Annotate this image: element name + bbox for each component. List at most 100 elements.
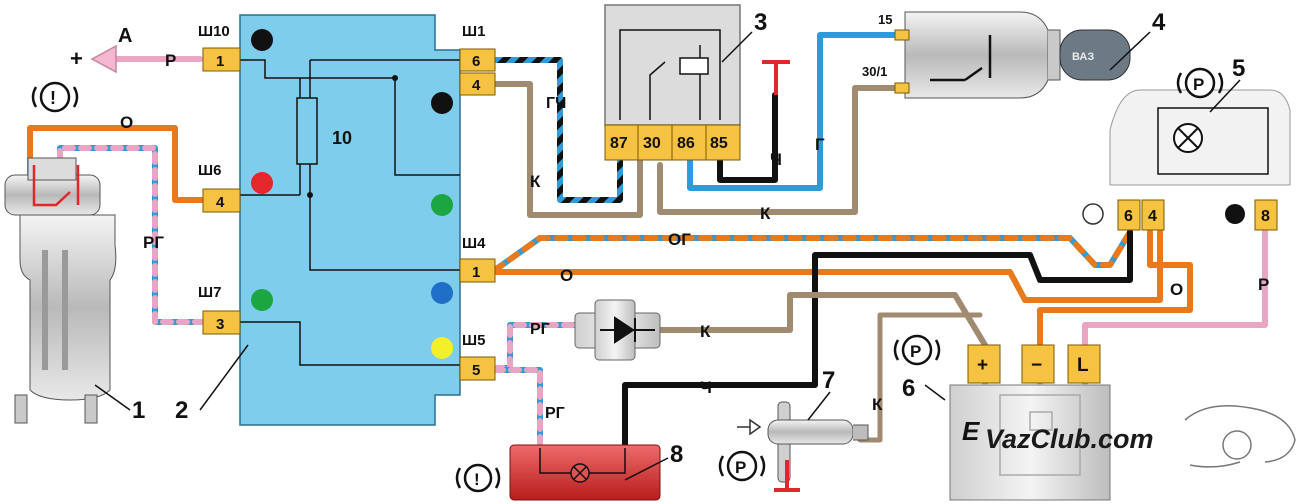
arrow-a-label: А [118,25,132,47]
svg-text:86: 86 [677,135,695,152]
wires [27,32,1268,451]
parking-icon-5 [1184,67,1216,99]
svg-text:ОГ: ОГ [668,230,691,249]
svg-text:87: 87 [610,135,628,152]
wire-rg-lamp [492,367,543,451]
svg-text:Р: Р [1258,275,1269,294]
callout-3: 3 [754,9,767,36]
arrow-a-plus: + [70,46,83,71]
brake-pad-sensor: + − L E P 6 [893,334,1111,501]
svg-text:L: L [1077,355,1089,376]
svg-text:−: − [1031,355,1042,376]
led-black-right [431,92,453,114]
callout-1: 1 [132,397,145,424]
svg-text:8: 8 [1261,208,1270,225]
wire-r-right [1082,227,1268,348]
ignition-switch: ВАЗ 15 30/1 4 [862,9,1166,99]
ground-symbol-relay [762,60,790,95]
conn-sh6: Ш6 [198,162,221,179]
conn-sh5: Ш5 [462,332,485,349]
wire-og [492,229,1133,273]
wire-g-switch [687,32,908,191]
parking-brake-switch: P 7 [718,367,869,492]
svg-text:К: К [872,395,883,414]
parking-icon-7 [726,450,758,482]
svg-text:85: 85 [710,135,728,152]
ground-symbol-7 [774,460,800,492]
led-red [251,172,273,194]
key-text: ВАЗ [1072,51,1094,63]
svg-text:Р: Р [165,51,176,70]
svg-text:О: О [1170,280,1183,299]
brand-text: VazClub.com [985,424,1154,454]
callout-2: 2 [175,397,188,424]
wire-ch-relay [717,92,778,183]
diode-module [574,299,661,361]
svg-text:6: 6 [472,53,480,70]
wire-k-diode [657,292,988,348]
callout-4: 4 [1152,9,1166,36]
fuse-number: 10 [332,128,352,148]
wire-k-switch7 [857,312,983,443]
arrow-a: А + [70,25,132,74]
svg-text:P: P [735,458,746,477]
callout-7: 7 [822,367,835,394]
svg-text:РГ: РГ [143,233,164,252]
svg-text:Г: Г [815,135,825,154]
svg-text:!: ! [474,470,480,489]
svg-text:Ч: Ч [770,150,782,169]
svg-text:РГ: РГ [545,405,565,422]
parking-brake-lamp: P 6 4 8 5 [1082,55,1291,231]
warning-lamp: ! 8 [455,441,683,501]
control-unit: 10 2 [175,14,461,426]
conn-sh1: Ш1 [462,23,485,40]
svg-text:О: О [560,266,573,285]
svg-text:!: ! [50,88,56,108]
svg-text:К: К [760,204,771,223]
fuse-10 [296,97,318,165]
wire-o-mid [492,229,1163,303]
wire-k-relay [492,81,643,218]
svg-text:К: К [530,172,541,191]
parking-icon-6 [901,334,933,366]
led-black-top [251,29,273,51]
svg-text:РГ: РГ [530,321,550,338]
svg-text:4: 4 [216,194,225,211]
svg-text:15: 15 [878,12,892,27]
wire-labels: Р О РГ ГЧ К Ч Г К ОГ О О Р РГ К РГ Ч К [120,51,1269,422]
conn-sh7: Ш7 [198,284,221,301]
wire-o-right [1037,229,1193,348]
svg-text:3: 3 [216,316,224,333]
wire-o-top [27,125,208,203]
callout-6: 6 [902,375,915,402]
svg-text:1: 1 [472,264,480,281]
svg-text:+: + [977,355,988,376]
fluid-level-sensor: ! 1 [4,81,145,424]
led-yellow [431,337,453,359]
callout-8: 8 [670,441,683,468]
unit-connectors: 1 Ш10 4 Ш6 3 Ш7 6 4 Ш1 1 Ш4 5 Ш5 [198,23,496,381]
svg-text:Ч: Ч [700,378,712,397]
led-blue [431,282,453,304]
svg-text:О: О [120,113,133,132]
brand-watermark: VazClub.com [985,405,1296,468]
svg-text:К: К [700,322,711,341]
relay: 87 30 86 85 3 [604,4,790,161]
sensor-symbol: E [962,416,980,446]
wire-gch [492,57,623,203]
callout-5: 5 [1232,55,1245,82]
svg-text:P: P [1193,75,1204,94]
led-green-right [431,194,453,216]
svg-text:30: 30 [643,135,661,152]
svg-text:6: 6 [1124,208,1133,225]
svg-text:4: 4 [1148,208,1157,225]
conn-sh10: Ш10 [198,23,230,40]
svg-text:1: 1 [216,53,224,70]
wire-k-long [657,85,908,215]
warning-icon-8 [463,463,493,493]
wire-rg-left [57,145,208,325]
svg-text:P: P [910,342,921,361]
svg-text:ГЧ: ГЧ [546,95,566,112]
svg-text:4: 4 [472,77,481,94]
